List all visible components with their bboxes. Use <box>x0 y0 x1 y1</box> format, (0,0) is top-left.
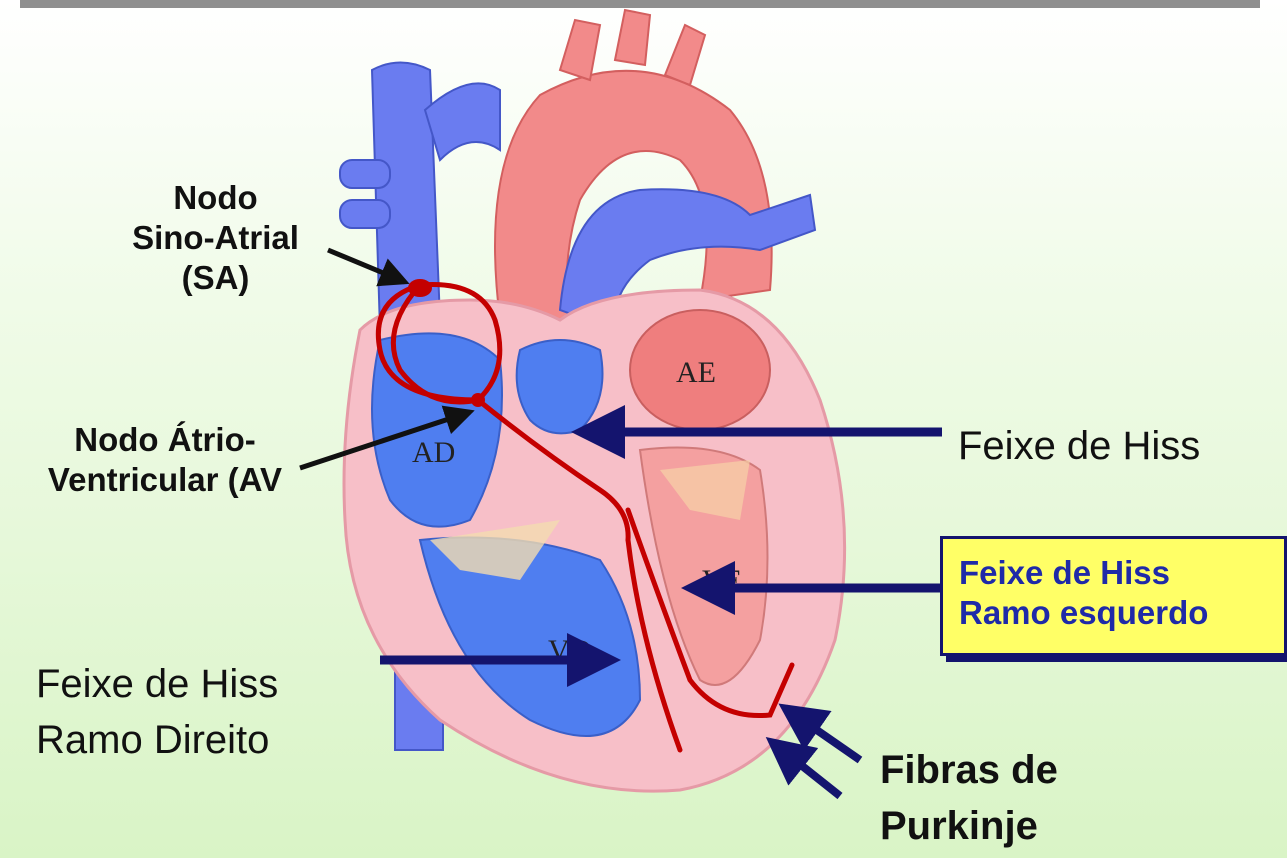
esq-label-line1: Feixe de Hiss <box>959 553 1284 593</box>
sa-label-line2: Sino-Atrial <box>108 218 323 258</box>
purkinje-label: Fibras de Purkinje <box>880 742 1058 854</box>
dir-label-line2: Ramo Direito <box>36 712 278 768</box>
av-label-line2: Ventricular (AV <box>30 460 300 500</box>
sa-node <box>408 279 432 297</box>
chamber-label-ad: AD <box>412 436 455 469</box>
av-label-line1: Nodo Átrio- <box>30 420 300 460</box>
sa-label-line3: (SA) <box>108 258 323 298</box>
av-node-label: Nodo Átrio- Ventricular (AV <box>30 420 300 500</box>
purk-label-line1: Fibras de <box>880 742 1058 798</box>
esq-label-line2: Ramo esquerdo <box>959 593 1284 633</box>
aorta <box>495 10 772 330</box>
sa-label-line1: Nodo <box>108 178 323 218</box>
sa-node-label: Nodo Sino-Atrial (SA) <box>108 178 323 298</box>
ramo-esquerdo-label-box: Feixe de Hiss Ramo esquerdo <box>940 536 1287 656</box>
av-node <box>471 393 485 407</box>
chamber-label-ae: AE <box>676 356 716 389</box>
cropped-title-fragment <box>20 0 1260 8</box>
feixe-hiss-label: Feixe de Hiss <box>958 424 1200 469</box>
purk-label-line2: Purkinje <box>880 798 1058 854</box>
ramo-direito-label: Feixe de Hiss Ramo Direito <box>36 656 278 768</box>
purkinje-arrow-lower <box>772 742 840 796</box>
dir-label-line1: Feixe de Hiss <box>36 656 278 712</box>
purkinje-arrow-upper <box>785 708 860 760</box>
